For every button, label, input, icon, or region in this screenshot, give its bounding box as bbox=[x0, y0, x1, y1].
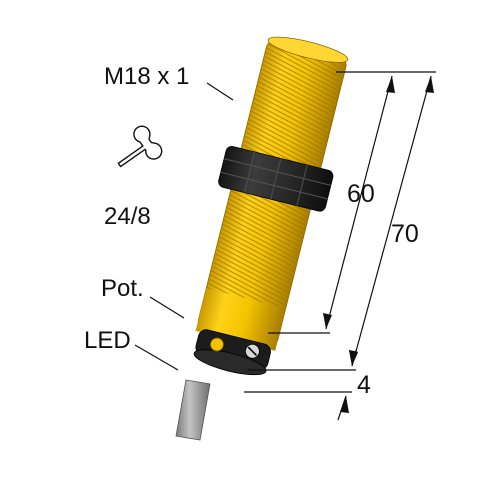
wrench-size-label: 24/8 bbox=[104, 203, 151, 230]
dimension-4-label: 4 bbox=[357, 371, 371, 399]
sensor-top-face bbox=[267, 36, 349, 63]
dimension-arrowheads bbox=[323, 76, 434, 413]
thread-upper bbox=[240, 43, 347, 173]
label-leaders bbox=[134, 82, 234, 371]
dimension-70-label: 70 bbox=[391, 220, 419, 248]
potentiometer-label: Pot. bbox=[101, 275, 144, 302]
wrench-icon bbox=[117, 125, 163, 168]
sensor-body bbox=[193, 36, 349, 376]
potentiometer bbox=[244, 343, 260, 359]
thread-lower bbox=[206, 187, 311, 309]
led-label: LED bbox=[84, 327, 131, 354]
dimension-60-label: 60 bbox=[347, 180, 375, 208]
cable bbox=[175, 379, 211, 441]
thread-label: M18 x 1 bbox=[104, 63, 189, 90]
led-indicator bbox=[210, 337, 224, 352]
lock-nut bbox=[218, 146, 334, 212]
